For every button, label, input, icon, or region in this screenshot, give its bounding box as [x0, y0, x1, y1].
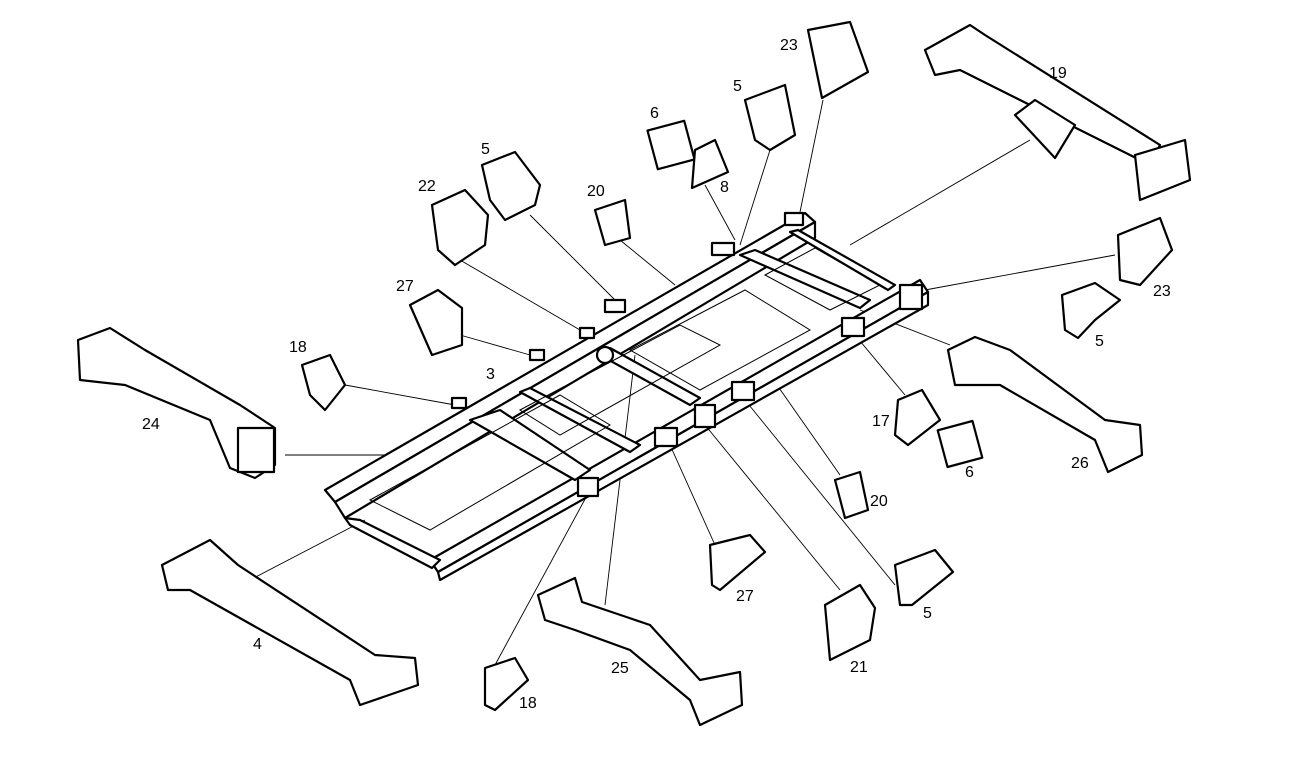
callout-label: 5 [481, 141, 490, 158]
callout-label: 6 [965, 464, 974, 481]
callout-label: 26 [1071, 455, 1089, 472]
callout-label: 5 [733, 78, 742, 95]
callout-labels: 23 19 5 6 8 5 20 22 27 18 3 24 23 5 17 6 26 20 27 5 21 25 4 18 [142, 37, 1171, 712]
callout-label: 6 [650, 105, 659, 122]
part-19-crossmember [923, 23, 1192, 202]
part-24-crossmember [76, 326, 277, 480]
callout-label: 5 [923, 605, 932, 622]
part-25-crossmember [536, 576, 744, 727]
callout-label: 21 [850, 659, 868, 676]
callout-label: 4 [253, 636, 262, 653]
callout-label: 20 [870, 493, 888, 510]
callout-label: 17 [872, 413, 890, 430]
callout-label: 18 [289, 339, 307, 356]
callout-label: 19 [1049, 65, 1067, 82]
leader-lines [249, 99, 1116, 666]
callout-label: 22 [418, 178, 436, 195]
part-4-crossmember [160, 538, 420, 707]
callout-label: 3 [486, 366, 495, 383]
callout-label: 18 [519, 695, 537, 712]
callout-label: 23 [1153, 283, 1171, 300]
part-26-crossmember [946, 335, 1144, 474]
callout-label: 23 [780, 37, 798, 54]
small-parts [300, 20, 1174, 712]
callout-label: 24 [142, 416, 160, 433]
callout-label: 20 [587, 183, 605, 200]
chassis-frame-3 [323, 211, 930, 582]
callout-label: 8 [720, 179, 729, 196]
callout-label: 25 [611, 660, 629, 677]
callout-label: 27 [396, 278, 414, 295]
callout-label: 27 [736, 588, 754, 605]
callout-label: 5 [1095, 333, 1104, 350]
